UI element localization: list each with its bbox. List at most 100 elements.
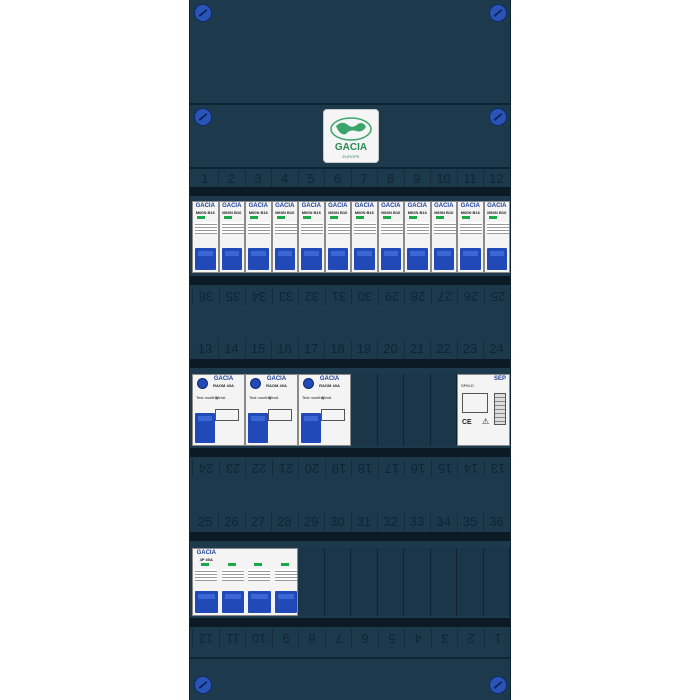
spec-label	[433, 222, 456, 234]
breaker-brand: GACIA	[275, 203, 295, 209]
status-indicator	[276, 216, 285, 219]
empty-slot	[483, 548, 510, 616]
pole-lever[interactable]	[221, 591, 244, 613]
row2-bottom-slot-number: 14	[457, 459, 484, 477]
breaker-lever[interactable]	[221, 248, 242, 270]
status-indicator	[488, 216, 497, 219]
breaker-lever[interactable]	[274, 248, 295, 270]
breaker-brand: GACIA	[434, 203, 454, 209]
timer-brand: SEP	[493, 376, 506, 382]
breaker-lever[interactable]	[354, 248, 375, 270]
status-indicator	[223, 216, 232, 219]
breaker-lever[interactable]	[486, 248, 507, 270]
row1-bottom-slot-number: 32	[298, 287, 325, 305]
row2-bottom-slot-number: 15	[430, 459, 458, 477]
breaker-lever[interactable]	[301, 248, 322, 270]
row2-top-slot-number: 14	[219, 340, 246, 358]
breaker-type: M60N B16	[434, 210, 454, 215]
test-button-icon[interactable]	[303, 378, 314, 389]
row2-top-slot-number: 21	[404, 340, 431, 358]
row2-bottom-slot-number: 24	[192, 459, 219, 477]
row3-bottom-slot-number: 10	[245, 629, 272, 647]
ce-mark: CE	[462, 419, 472, 426]
row1-bottom-slot-number: 29	[377, 287, 405, 305]
rcd-brand: GACIA	[213, 376, 234, 382]
row1-bottom-slot-number: 27	[430, 287, 458, 305]
status-indicator	[409, 216, 417, 219]
row3-bottom-slot-number: 7	[324, 629, 352, 647]
pole-lever[interactable]	[274, 591, 297, 613]
pole-indicator	[254, 563, 262, 566]
row3-top-slot-number: 28	[272, 513, 299, 531]
row2-top-slot-number: 22	[431, 340, 458, 358]
main-type: 4P 40A	[199, 557, 213, 562]
breaker-type: M60N B16	[195, 210, 215, 215]
row3-top-slot-number: 34	[431, 513, 458, 531]
row3-top-slot-number: 31	[351, 513, 378, 531]
row1-top-slot-number: 10	[431, 170, 458, 188]
empty-slot	[430, 548, 457, 616]
row1-top-slot-number: 4	[272, 170, 299, 188]
row1-bottom-slot-number: 28	[404, 287, 431, 305]
wiring-diagram	[321, 409, 345, 421]
rcd-lever[interactable]	[248, 413, 268, 443]
spec-label	[248, 222, 270, 234]
rcd-lever[interactable]	[195, 413, 215, 443]
spec-label	[195, 222, 217, 234]
status-indicator	[250, 216, 258, 219]
spec-label	[380, 222, 403, 234]
rcd-label: Test monthly	[249, 395, 272, 400]
pole-indicator	[227, 563, 236, 566]
rcd-brand: GACIA	[319, 376, 340, 382]
pole-lever[interactable]	[195, 591, 218, 613]
breaker-lever[interactable]	[460, 248, 481, 270]
status-indicator	[356, 216, 364, 219]
pole-lever[interactable]	[248, 591, 271, 613]
breaker-lever[interactable]	[248, 248, 269, 270]
row1-top-slot-number: 2	[219, 170, 246, 188]
row3-top-slot-number: 25	[192, 513, 219, 531]
test-button-icon[interactable]	[250, 378, 261, 389]
breaker-lever[interactable]	[327, 248, 348, 270]
test-button-icon[interactable]	[197, 378, 208, 389]
row3-top-slot-number: 30	[325, 513, 352, 531]
row2-bottom-slot-number: 21	[271, 459, 299, 477]
status-indicator	[303, 216, 311, 219]
breaker-type: M60N B16	[275, 210, 295, 215]
breaker-lever[interactable]	[407, 248, 428, 270]
rcd-lever[interactable]	[301, 413, 321, 443]
breaker-brand: GACIA	[195, 203, 215, 209]
breaker-lever[interactable]	[380, 248, 401, 270]
row2-top-slot-number: 20	[378, 340, 405, 358]
breaker-type: M60N B16	[248, 210, 268, 215]
spec-label	[274, 222, 297, 234]
row1-bottom-slot-number: 33	[271, 287, 299, 305]
row3-bottom-slot-number: 6	[351, 629, 378, 647]
spec-label	[486, 222, 509, 234]
breaker-lever[interactable]	[433, 248, 454, 270]
breaker-lever[interactable]	[195, 248, 216, 270]
main-brand: GACIA	[196, 550, 216, 556]
row3-top-slot-number: 33	[404, 513, 431, 531]
row1-bottom-slot-number: 25	[483, 287, 510, 305]
row1-top-slot-number: 5	[298, 170, 325, 188]
terminal-strip	[494, 393, 506, 425]
row2-top-slot-number: 13	[192, 340, 219, 358]
